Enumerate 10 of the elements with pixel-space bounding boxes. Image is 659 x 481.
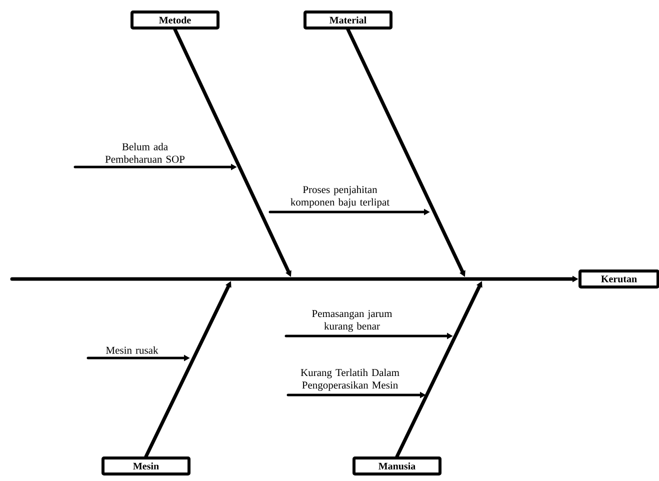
- category-box: Manusia: [352, 456, 442, 476]
- cause-label: Pemasangan jarum kurang benar: [312, 310, 392, 332]
- category-box: Kerutan: [578, 270, 659, 288]
- cause-label: Mesin rusak: [106, 346, 158, 354]
- category-box: Material: [304, 10, 392, 30]
- cause-label: Belum ada Pembeharuan SOP: [105, 142, 185, 163]
- category-box: Mesin: [102, 456, 190, 476]
- cause-label: Proses penjahitan komponen baju terlipat: [290, 186, 390, 208]
- category-box: Metode: [130, 10, 220, 30]
- cause-label: Kurang Terlatih Dalam Pengoperasikan Mesin: [300, 368, 400, 391]
